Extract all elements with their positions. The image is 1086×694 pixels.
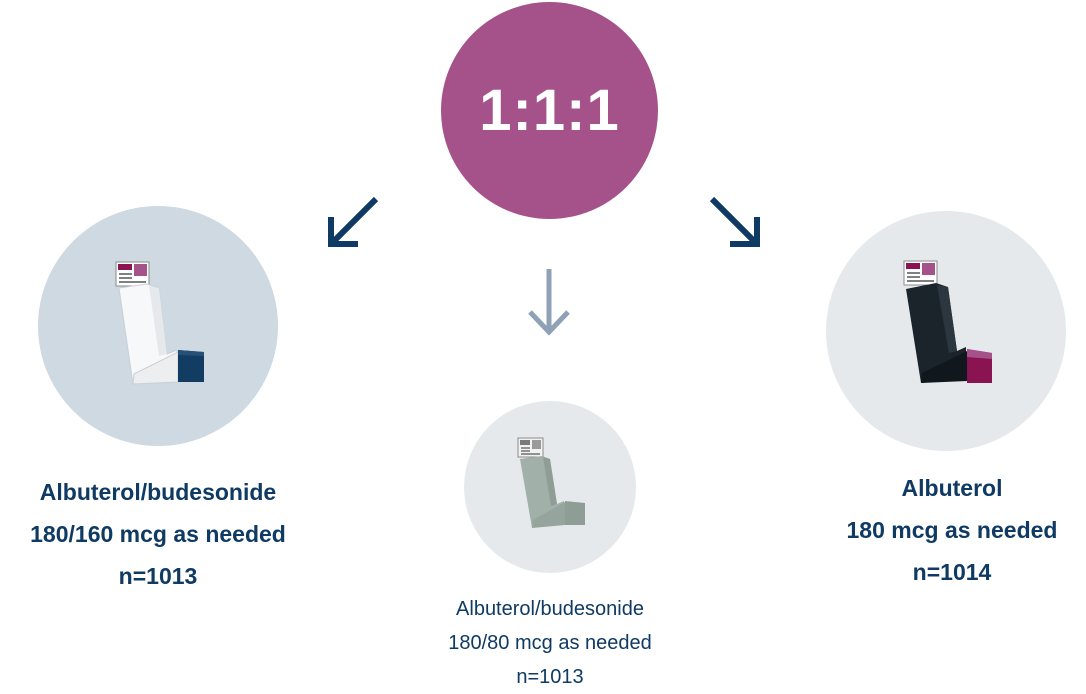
gray-inhaler-icon	[517, 437, 585, 528]
white-inhaler-icon	[115, 261, 204, 385]
arrow-down-left-icon	[328, 196, 379, 247]
arm-right-dose: 180 mcg as needed	[846, 517, 1058, 543]
arm-middle-drug: Albuterol/budesonide	[456, 598, 644, 620]
arm-right-circle	[826, 211, 1066, 451]
arrow-down-icon	[528, 269, 570, 336]
black-inhaler-icon	[903, 260, 992, 383]
arm-left-count: n=1013	[118, 563, 198, 589]
arm-left-circle	[38, 206, 278, 446]
arm-middle-dose: 180/80 mcg as needed	[448, 632, 652, 654]
arm-middle-count: n=1013	[516, 666, 584, 688]
arm-right-label: Albuterol 180 mcg as needed n=1014	[818, 467, 1086, 593]
randomization-ratio-circle: 1:1:1	[441, 2, 658, 219]
arm-right-drug: Albuterol	[901, 475, 1003, 501]
arrow-down-right-icon	[709, 196, 760, 247]
arm-right-count: n=1014	[912, 559, 992, 585]
arm-middle-label: Albuterol/budesonide 180/80 mcg as neede…	[400, 592, 700, 694]
arm-left-label: Albuterol/budesonide 180/160 mcg as need…	[0, 471, 316, 597]
arm-left-drug: Albuterol/budesonide	[39, 479, 277, 505]
arm-middle-circle	[464, 401, 636, 573]
arm-left-dose: 180/160 mcg as needed	[30, 521, 286, 547]
randomization-ratio-text: 1:1:1	[479, 78, 620, 143]
